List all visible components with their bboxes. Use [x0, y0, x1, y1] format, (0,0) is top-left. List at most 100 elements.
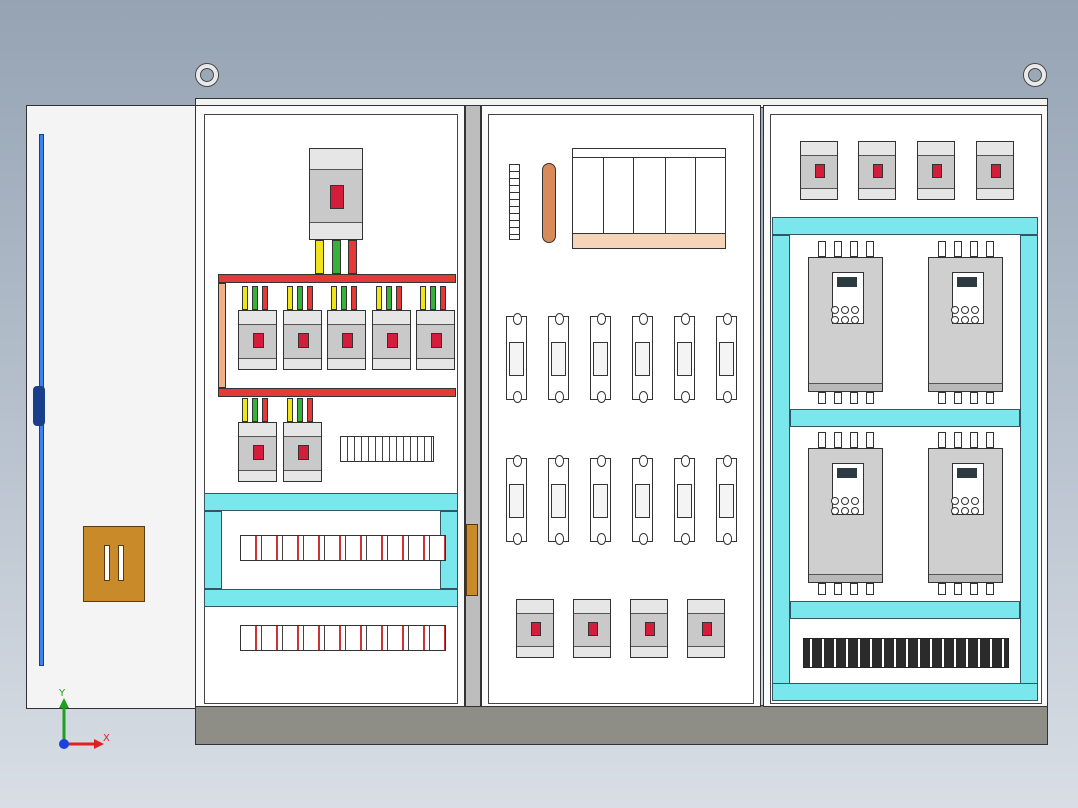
wire-red: [348, 240, 357, 274]
wire-green: [297, 398, 303, 422]
fuse-holder: [548, 313, 569, 403]
vfd-terminal: [954, 392, 962, 404]
busbar-side: [218, 283, 226, 388]
wire-yellow: [287, 286, 293, 310]
main-breaker[interactable]: [309, 148, 363, 240]
fuse-holder: [716, 313, 737, 403]
wire-green: [386, 286, 392, 310]
vfd-terminal: [954, 583, 962, 595]
cable-duct: [790, 601, 1020, 619]
din-rail-terminals: [240, 535, 446, 561]
vfd-terminal: [938, 432, 946, 448]
axis-y-label: Y: [59, 688, 66, 699]
axis-triad-icon: [59, 698, 104, 749]
vfd-terminal: [954, 432, 962, 448]
frequency-inverter: [808, 448, 883, 583]
cable-duct: [1020, 235, 1038, 685]
fuse-holder: [590, 455, 611, 545]
vfd-terminal: [938, 241, 946, 257]
fuse-holder: [716, 455, 737, 545]
din-rail-terminals: [240, 625, 446, 651]
feeder-breaker[interactable]: [283, 422, 322, 482]
vfd-terminal: [866, 583, 874, 595]
wire-yellow: [376, 286, 382, 310]
small-breaker[interactable]: [516, 599, 554, 658]
top-breaker[interactable]: [976, 141, 1014, 200]
fuse-holder: [590, 313, 611, 403]
vfd-terminal: [818, 241, 826, 257]
vfd-terminal: [938, 392, 946, 404]
vfd-terminal: [986, 392, 994, 404]
fuse-holder: [632, 313, 653, 403]
vfd-terminal: [970, 241, 978, 257]
wire-yellow: [242, 398, 248, 422]
top-breaker[interactable]: [917, 141, 955, 200]
vfd-terminal: [970, 583, 978, 595]
cabinet-door: [26, 105, 196, 709]
top-breaker[interactable]: [800, 141, 838, 200]
feeder-breaker[interactable]: [238, 422, 277, 482]
lifting-eye-icon: [1024, 64, 1046, 86]
vfd-terminal: [954, 241, 962, 257]
wire-yellow: [242, 286, 248, 310]
section-divider: [465, 105, 481, 707]
wire-red: [351, 286, 357, 310]
wire-red: [307, 398, 313, 422]
vfd-terminal: [818, 432, 826, 448]
terminal-strip: [509, 164, 520, 240]
cable-duct: [772, 235, 790, 685]
top-breaker[interactable]: [858, 141, 896, 200]
small-breaker[interactable]: [687, 599, 725, 658]
vfd-terminal: [866, 392, 874, 404]
feeder-breaker[interactable]: [327, 310, 366, 370]
vfd-terminal: [834, 432, 842, 448]
section-hinge: [466, 524, 478, 596]
vfd-terminal: [866, 432, 874, 448]
door-handle[interactable]: [83, 526, 145, 602]
vfd-terminal: [986, 432, 994, 448]
feeder-breaker[interactable]: [238, 310, 277, 370]
vfd-terminal: [986, 241, 994, 257]
fuse-holder: [506, 313, 527, 403]
din-rail-terminals: [340, 436, 434, 462]
fuse-holder: [674, 455, 695, 545]
vfd-terminal: [970, 432, 978, 448]
vfd-terminal: [970, 392, 978, 404]
feeder-breaker[interactable]: [416, 310, 455, 370]
small-breaker[interactable]: [630, 599, 668, 658]
fuse-holder: [674, 313, 695, 403]
relay-base: [572, 233, 726, 249]
cable-duct: [204, 493, 458, 511]
frequency-inverter: [808, 257, 883, 392]
vfd-terminal: [866, 241, 874, 257]
lifting-eye-icon: [196, 64, 218, 86]
wire-yellow: [315, 240, 324, 274]
small-breaker[interactable]: [573, 599, 611, 658]
wire-green: [341, 286, 347, 310]
feeder-breaker[interactable]: [372, 310, 411, 370]
vfd-terminal: [850, 392, 858, 404]
feeder-breaker[interactable]: [283, 310, 322, 370]
wire-red: [307, 286, 313, 310]
wire-green: [252, 398, 258, 422]
cable-duct: [790, 409, 1020, 427]
vfd-terminal: [850, 241, 858, 257]
vfd-terminal: [834, 583, 842, 595]
vfd-terminal: [834, 392, 842, 404]
wire-red: [396, 286, 402, 310]
fuse-holder: [506, 455, 527, 545]
wire-yellow: [420, 286, 426, 310]
terminal-block: [803, 638, 1009, 668]
vfd-terminal: [938, 583, 946, 595]
wire-red: [440, 286, 446, 310]
wire-green: [430, 286, 436, 310]
frequency-inverter: [928, 448, 1003, 583]
busbar-top: [218, 274, 456, 283]
cable-duct: [772, 217, 1038, 235]
wire-green: [252, 286, 258, 310]
vfd-terminal: [818, 583, 826, 595]
fuse-holder: [632, 455, 653, 545]
vfd-terminal: [986, 583, 994, 595]
wire-red: [262, 398, 268, 422]
vfd-terminal: [818, 392, 826, 404]
